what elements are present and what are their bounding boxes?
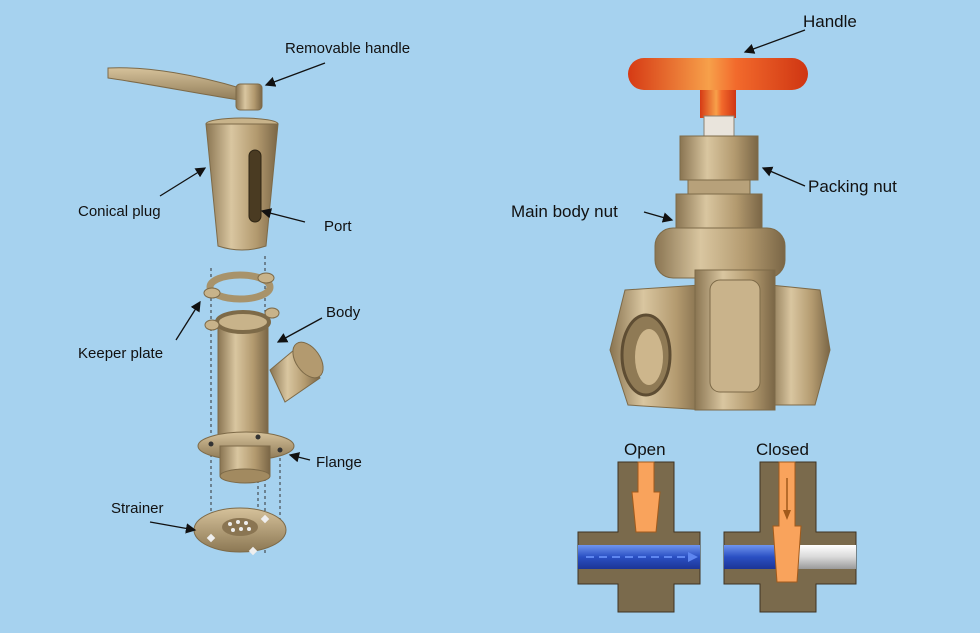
removable-handle-part — [107, 67, 263, 111]
open-section — [577, 461, 701, 613]
label-body: Body — [326, 304, 361, 321]
label-conical-plug: Conical plug — [78, 203, 161, 220]
label-strainer: Strainer — [111, 500, 164, 517]
closed-section — [723, 461, 857, 613]
label-open: Open — [624, 440, 666, 459]
keeper-plate-part — [203, 271, 275, 303]
valve-body-part — [197, 307, 324, 484]
label-keeper-plate: Keeper plate — [78, 345, 164, 362]
gate-valve-body — [609, 115, 831, 411]
label-port: Port — [324, 218, 352, 235]
strainer-part — [193, 507, 287, 556]
label-handle: Handle — [803, 12, 857, 31]
label-flange: Flange — [316, 454, 362, 471]
label-packing-nut: Packing nut — [808, 177, 897, 196]
label-main-body-nut: Main body nut — [511, 202, 618, 221]
label-closed: Closed — [756, 440, 809, 459]
label-removable-handle: Removable handle — [285, 40, 411, 57]
right-callout-arrows — [643, 29, 806, 223]
left-callout-arrows — [149, 62, 326, 534]
conical-plug-part — [205, 117, 279, 251]
red-handwheel-handle — [628, 58, 808, 118]
